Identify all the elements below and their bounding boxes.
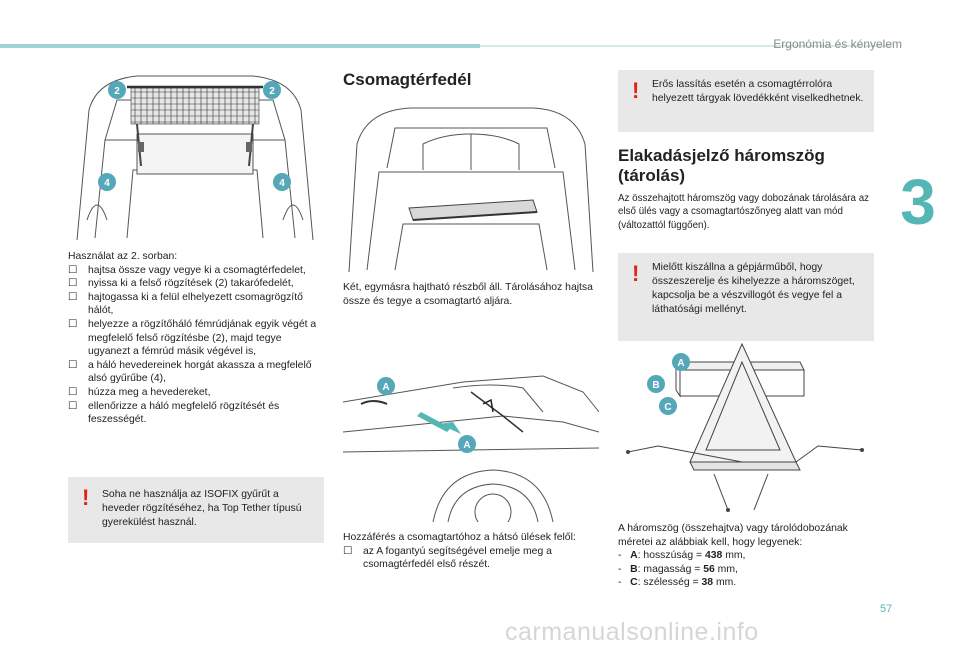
callout-a-bottom: A: [458, 435, 476, 453]
step-item: ☐helyezze a rögzítőháló fémrúdjának egyi…: [68, 318, 317, 358]
checkbox-bullet-icon: ☐: [68, 291, 78, 303]
triangle-safety-warning-text: Mielőtt kiszállna a gépjárműből, hogy ös…: [652, 262, 855, 315]
step-item: ☐ellenőrizze a háló megfelelő rögzítését…: [68, 400, 280, 426]
isofix-warning-box: ! Soha ne használja az ISOFIX gyűrűt a h…: [68, 477, 324, 543]
cargo-net-callouts: 2 2 4 4: [98, 81, 291, 191]
step-item: ☐az A fogantyú segítségével emelje meg a…: [343, 545, 552, 571]
checkbox-bullet-icon: ☐: [68, 386, 78, 398]
dimensions-intro: A háromszög (összehajtva) vagy tárolódob…: [618, 523, 848, 548]
header-accent-bar: [0, 44, 480, 48]
watermark: carmanualsonline.info: [505, 618, 759, 646]
header-rule: [480, 45, 892, 47]
deceleration-warning-box: ! Erős lassítás esetén a csomagtérrolóra…: [618, 70, 874, 132]
cargo-net-intro: Használat az 2. sorban:: [68, 251, 178, 262]
warning-icon: !: [632, 261, 640, 286]
triangle-dimensions: A háromszög (összehajtva) vagy tárolódob…: [618, 522, 874, 590]
cargo-access-intro: Hozzáférés a csomagtartóhoz a hátsó ülés…: [343, 532, 576, 543]
svg-text:A: A: [382, 382, 389, 393]
cargo-net-illustration: [76, 75, 314, 241]
svg-text:2: 2: [269, 86, 275, 97]
checkbox-bullet-icon: ☐: [68, 278, 78, 290]
isofix-warning-text: Soha ne használja az ISOFIX gyűrűt a hev…: [102, 489, 302, 528]
callout-b: B: [647, 375, 665, 393]
dimension-row: - B: magasság = 56 mm,: [618, 563, 738, 575]
warning-triangle-callouts: A B C: [647, 353, 690, 415]
callout-a-top: A: [377, 377, 395, 395]
svg-text:C: C: [664, 402, 671, 413]
svg-text:4: 4: [279, 178, 285, 189]
checkbox-bullet-icon: ☐: [68, 359, 78, 371]
step-item: ☐hajtogassa ki a felül elhelyezett csoma…: [68, 291, 303, 317]
callout-a: A: [672, 353, 690, 371]
page-number: 57: [880, 603, 893, 615]
checkbox-bullet-icon: ☐: [68, 264, 78, 276]
step-item: ☐húzza meg a hevedereket,: [68, 386, 211, 398]
cargo-net-instructions: Használat az 2. sorban: ☐hajtsa össze va…: [68, 250, 324, 427]
deceleration-warning-text: Erős lassítás esetén a csomagtérrolóra h…: [652, 79, 864, 104]
checkbox-bullet-icon: ☐: [68, 318, 78, 330]
cargo-access-instructions: Hozzáférés a csomagtartóhoz a hátsó ülés…: [343, 531, 599, 572]
cargo-cover-illustration: [348, 107, 594, 272]
checkbox-bullet-icon: ☐: [343, 545, 353, 557]
svg-text:4: 4: [104, 178, 110, 189]
svg-text:B: B: [652, 380, 659, 391]
svg-text:A: A: [463, 440, 470, 451]
svg-text:2: 2: [114, 86, 120, 97]
step-item: ☐a háló hevedereinek horgát akassza a me…: [68, 359, 312, 385]
cargo-cover-description: Két, egymásra hajtható részből áll. Táro…: [343, 282, 593, 307]
cargo-cover-access-illustration: [343, 375, 599, 522]
callout-c: C: [659, 397, 677, 415]
dimension-row: - A: hosszúság = 438 mm,: [618, 550, 746, 562]
callout-2-left: 2: [108, 81, 126, 99]
step-item: ☐hajtsa össze vagy vegye ki a csomagtérf…: [68, 264, 306, 276]
section-heading-cargo-cover: Csomagtérfedél: [343, 70, 472, 89]
callout-4-left: 4: [98, 173, 116, 191]
warning-icon: !: [82, 485, 90, 510]
triangle-safety-warning-box: ! Mielőtt kiszállna a gépjárműből, hogy …: [618, 253, 874, 341]
callout-4-right: 4: [273, 173, 291, 191]
section-title: Ergonómia és kényelem: [773, 37, 902, 51]
step-item: ☐nyissa ki a felső rögzítések (2) takaró…: [68, 278, 294, 290]
checkbox-bullet-icon: ☐: [68, 400, 78, 412]
triangle-storage-description: Az összehajtott háromszög vagy dobozának…: [618, 193, 870, 231]
warning-triangle-illustration: [626, 342, 864, 512]
dimension-row: - C: szélesség = 38 mm.: [618, 577, 737, 589]
svg-text:A: A: [677, 358, 684, 369]
warning-icon: !: [632, 78, 640, 103]
section-heading-warning-triangle: Elakadásjelző háromszög (tárolás): [618, 146, 825, 185]
callout-2-right: 2: [263, 81, 281, 99]
chapter-number: 3: [900, 166, 936, 238]
cargo-cover-access-callouts: A A: [377, 377, 476, 453]
